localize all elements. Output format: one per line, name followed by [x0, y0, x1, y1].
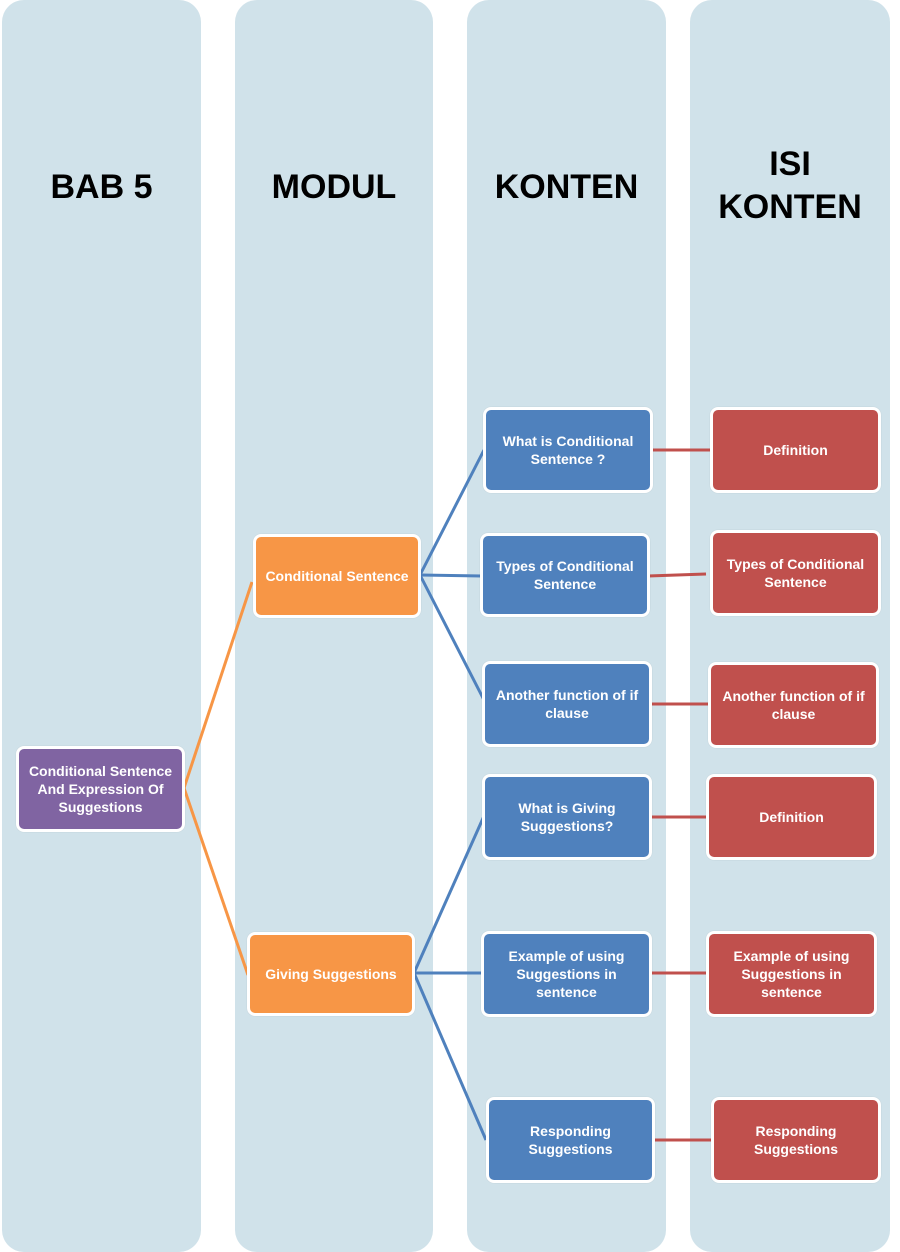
isi-node-example-suggestions[interactable]: Example of using Suggestions in sentence — [706, 931, 877, 1017]
konten-node-types-conditional[interactable]: Types of Conditional Sentence — [480, 533, 650, 617]
konten-node-another-function[interactable]: Another function of if clause — [482, 661, 652, 747]
connector-root-modul-2 — [182, 787, 250, 976]
connector-root-modul-1 — [182, 581, 254, 789]
isi-node-definition-2[interactable]: Definition — [706, 774, 877, 860]
isi-node-label: Definition — [759, 809, 824, 825]
column-modul: MODUL — [235, 0, 433, 1252]
column-isi-konten: ISI KONTEN — [690, 0, 890, 1252]
konten-node-label: What is Giving Suggestions? — [518, 800, 616, 834]
column-title-isi-konten: KONTEN — [718, 188, 862, 226]
column-title-modul: MODUL — [271, 168, 397, 206]
modul-node-label: Giving Suggestions — [265, 966, 397, 982]
konten-node-example-suggestions[interactable]: Example of using Suggestions in sentence — [481, 931, 652, 1017]
isi-node-label: Types of Conditional Sentence — [726, 556, 865, 590]
konten-node-label: What is Conditional Sentence ? — [502, 433, 634, 467]
connector-modul2-konten4 — [412, 815, 486, 974]
konten-node-responding-suggestions[interactable]: Responding Suggestions — [486, 1097, 655, 1183]
root-node-label: Conditional Sentence And Expression Of S… — [28, 763, 173, 815]
konten-node-label: Responding Suggestions — [528, 1123, 613, 1157]
isi-node-types-conditional[interactable]: Types of Conditional Sentence — [710, 530, 881, 616]
column-title-bab: BAB 5 — [50, 168, 153, 206]
connector-konten2-isi2 — [647, 572, 707, 578]
connector-modul1-konten1 — [418, 449, 486, 576]
isi-node-label: Responding Suggestions — [753, 1123, 838, 1157]
isi-node-label: Example of using Suggestions in sentence — [733, 948, 850, 1000]
isi-node-responding-suggestions[interactable]: Responding Suggestions — [711, 1097, 881, 1183]
isi-node-label: Definition — [763, 442, 828, 458]
connector-modul1-konten3 — [418, 574, 486, 701]
modul-node-giving-suggestions[interactable]: Giving Suggestions — [247, 932, 415, 1016]
isi-node-another-function[interactable]: Another function of if clause — [708, 662, 879, 748]
column-konten: KONTEN — [467, 0, 666, 1252]
column-title-konten: KONTEN — [494, 168, 639, 206]
konten-node-label: Types of Conditional Sentence — [496, 558, 634, 592]
connector-modul2-konten6 — [412, 972, 488, 1141]
konten-node-label: Another function of if clause — [495, 687, 639, 721]
column-title-isi: ISI — [769, 145, 811, 183]
connector-modul1-konten2 — [419, 573, 483, 578]
modul-node-label: Conditional Sentence — [265, 568, 409, 584]
isi-node-definition-1[interactable]: Definition — [710, 407, 881, 493]
root-node[interactable]: Conditional Sentence And Expression Of S… — [16, 746, 185, 832]
isi-node-label: Another function of if clause — [722, 688, 865, 722]
konten-node-what-is-giving[interactable]: What is Giving Suggestions? — [482, 774, 652, 860]
konten-node-what-is-conditional[interactable]: What is Conditional Sentence ? — [483, 407, 653, 493]
modul-node-conditional-sentence[interactable]: Conditional Sentence — [253, 534, 421, 618]
konten-node-label: Example of using Suggestions in sentence — [508, 948, 625, 1000]
column-bab: BAB 5 — [2, 0, 201, 1252]
